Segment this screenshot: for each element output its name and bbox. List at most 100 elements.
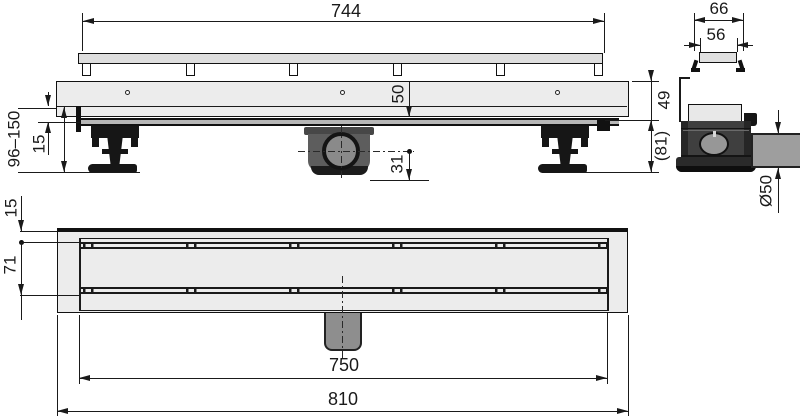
channel-hole xyxy=(339,89,345,95)
arrowhead xyxy=(60,161,67,172)
grate-profile-foot xyxy=(691,67,700,72)
dim-trough-width: 71 xyxy=(0,255,20,275)
dimension-line xyxy=(20,196,22,231)
dim-grate-length: 744 xyxy=(330,1,362,21)
drain-spigot xyxy=(324,313,362,351)
arrowhead xyxy=(774,122,781,133)
dim-outlet-height: 31 xyxy=(387,154,407,174)
trough-edge-line xyxy=(80,237,607,239)
trap-flange xyxy=(304,127,374,135)
dimension-line xyxy=(777,168,779,213)
trap-base xyxy=(311,166,368,175)
arrowhead xyxy=(17,220,24,231)
dimension-line xyxy=(47,122,49,155)
dim-overall-height: (81) xyxy=(651,130,671,162)
center-line xyxy=(298,150,414,152)
foot-ear xyxy=(581,138,588,147)
rail-end-clip xyxy=(597,119,610,131)
trap-end-mark xyxy=(713,131,716,137)
arrowhead xyxy=(737,41,748,48)
wall-upstand-tick xyxy=(679,77,690,79)
arrowhead xyxy=(405,169,412,180)
dimension-line xyxy=(83,20,604,22)
arrowhead xyxy=(689,41,700,48)
extension-line xyxy=(693,13,695,51)
reference-line xyxy=(20,241,79,243)
trough-side-line xyxy=(78,238,81,311)
dimension-line xyxy=(408,82,410,117)
dim-grate-inner-width: 56 xyxy=(706,25,726,44)
foot-bracket xyxy=(91,126,139,138)
reference-line xyxy=(38,121,80,123)
extension-line xyxy=(78,315,80,384)
dim-overall-length: 810 xyxy=(327,389,359,409)
wall-upstand xyxy=(679,77,681,122)
dim-grate-outer-width: 66 xyxy=(709,0,729,18)
dim-adjustable-height: 96–150 xyxy=(4,110,24,168)
grate-profile-foot xyxy=(736,67,745,72)
arrowhead xyxy=(17,284,24,295)
center-line xyxy=(340,126,342,180)
dimension-line xyxy=(694,19,743,21)
arrowhead xyxy=(57,407,68,414)
reference-line xyxy=(20,231,57,232)
foot-ear xyxy=(92,138,99,147)
dimension-line xyxy=(20,242,22,320)
arrowhead xyxy=(83,17,94,24)
foot-ear xyxy=(542,138,549,147)
waste-pipe xyxy=(751,133,800,168)
reference-line xyxy=(632,80,659,82)
support-rail xyxy=(81,117,619,126)
extension-line xyxy=(736,38,738,52)
ground-line xyxy=(560,172,659,173)
dim-edge-offset: 15 xyxy=(29,134,49,154)
arrowhead xyxy=(647,120,654,131)
arrowhead xyxy=(44,122,51,133)
arrowhead xyxy=(617,407,628,414)
channel-step-line xyxy=(57,105,627,107)
arrowhead xyxy=(60,107,67,118)
arrowhead xyxy=(694,16,705,23)
ground-line xyxy=(18,172,140,173)
extension-line xyxy=(82,13,83,51)
dimension-line xyxy=(57,410,628,412)
dim-trough-length: 750 xyxy=(328,355,360,375)
extension-line xyxy=(56,315,58,416)
extension-line xyxy=(742,13,744,51)
arrowhead xyxy=(79,374,90,381)
dim-outlet-diameter: Ø50 xyxy=(756,174,776,208)
foot-bracket xyxy=(541,126,589,138)
foot-plate xyxy=(88,164,137,173)
extension-line xyxy=(627,315,629,416)
extension-line xyxy=(699,38,701,52)
extension-line xyxy=(606,313,608,384)
foot-plate xyxy=(538,164,587,173)
center-line xyxy=(342,276,343,358)
trap-rib xyxy=(683,130,749,131)
arrowhead xyxy=(774,168,781,179)
arrowhead xyxy=(593,17,604,24)
dim-plan-edge-width: 15 xyxy=(1,198,21,218)
arrowhead xyxy=(596,374,607,381)
reference-line xyxy=(18,107,56,109)
dim-body-height: 49 xyxy=(654,90,674,110)
arrowhead xyxy=(647,70,654,81)
foot-collar xyxy=(102,149,128,154)
dim-depth: 50 xyxy=(388,84,408,104)
channel-body-side-view xyxy=(56,81,629,117)
trough-edge-line xyxy=(80,309,607,311)
channel-left-flange xyxy=(76,106,81,132)
arrowhead xyxy=(647,161,654,172)
arrowhead xyxy=(44,95,51,106)
trap-rib xyxy=(681,127,751,129)
grate-profile-bar xyxy=(699,52,737,63)
dimension-line xyxy=(63,107,65,172)
trap-end-side xyxy=(744,121,751,164)
channel-hole xyxy=(124,89,130,95)
rail-tick-marks xyxy=(83,286,607,294)
dimension-line xyxy=(777,110,779,133)
reference-line xyxy=(370,179,429,181)
trough-side-line xyxy=(606,238,609,311)
trap-end-side xyxy=(681,121,688,164)
